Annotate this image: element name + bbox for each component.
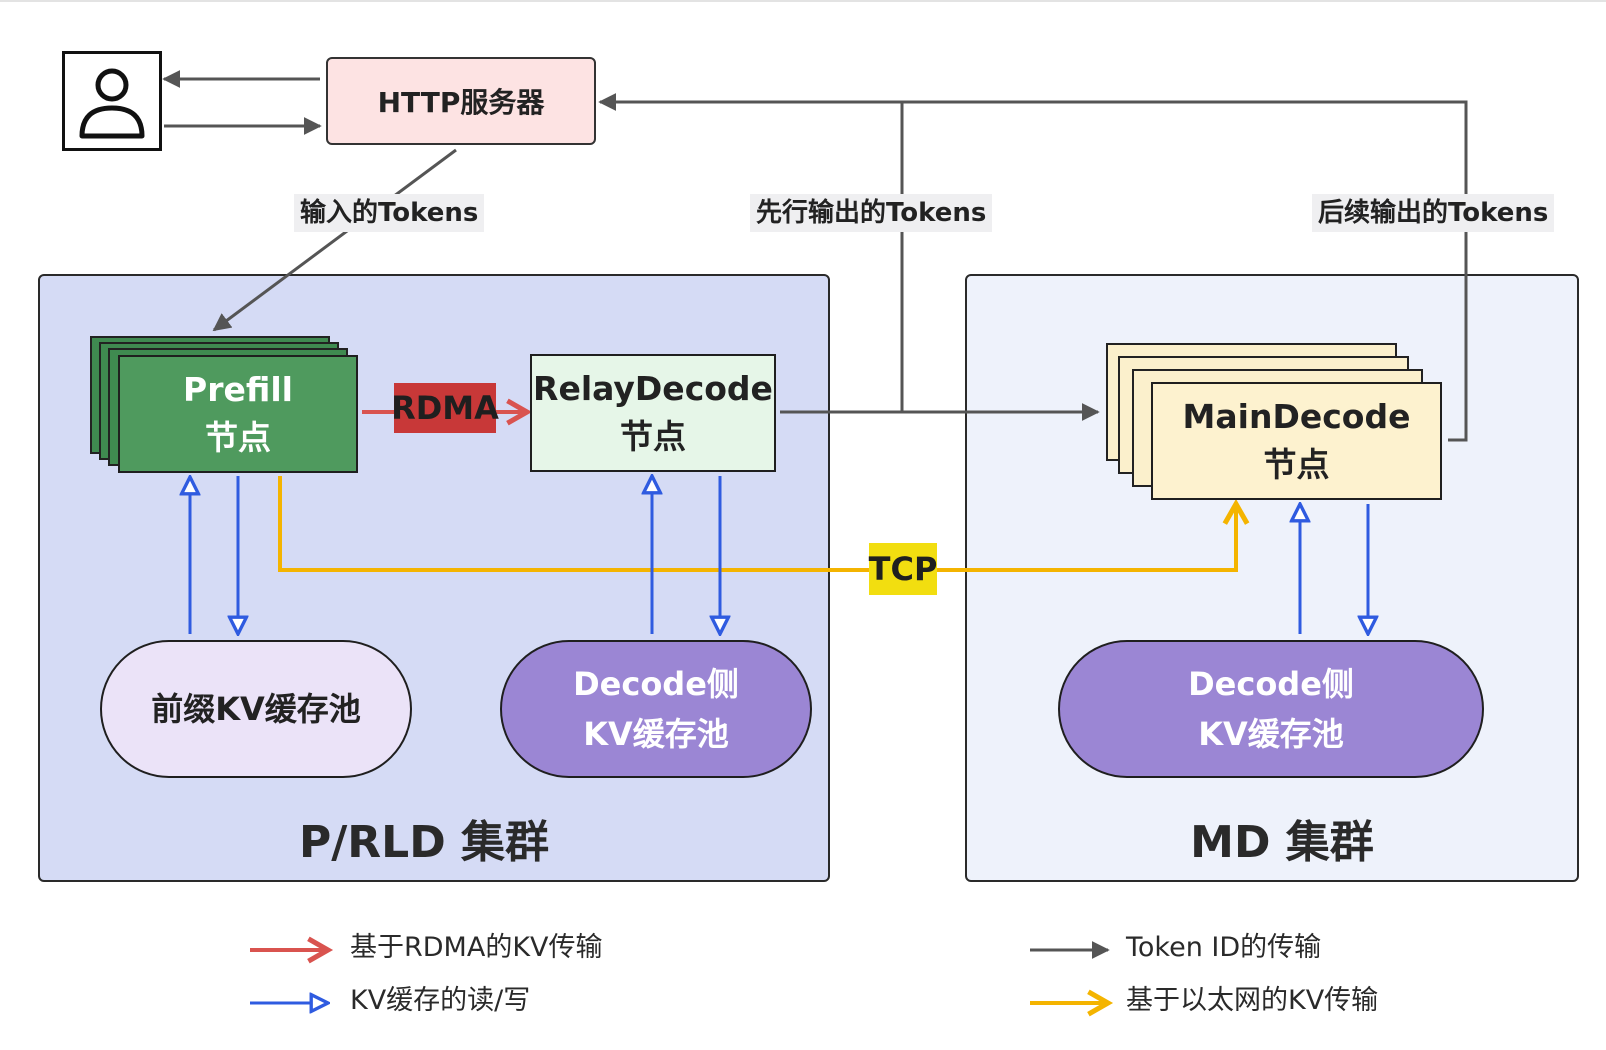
- relay-decode-node-subtitle: 节点: [620, 417, 686, 456]
- main-decode-kv-pool-line1: Decode侧: [1188, 665, 1354, 703]
- main-decode-kv-cache-pool: Decode侧 KV缓存池: [1058, 640, 1484, 778]
- prefix-kv-cache-pool: 前缀KV缓存池: [100, 640, 412, 778]
- http-server-node: HTTP服务器: [326, 57, 596, 145]
- http-server-label: HTTP服务器: [377, 86, 545, 119]
- main-decode-kv-pool-line2: KV缓存池: [1198, 715, 1344, 753]
- relay-decode-kv-pool-line2: KV缓存池: [583, 715, 729, 753]
- relay-decode-node: RelayDecode 节点: [530, 354, 776, 472]
- main-decode-node-subtitle: 节点: [1263, 445, 1330, 484]
- legend-ethernet-kv-label: 基于以太网的KV传输: [1126, 985, 1379, 1016]
- md-cluster-title: MD 集群: [1190, 817, 1374, 868]
- later-output-tokens-label: 后续输出的Tokens: [1312, 194, 1555, 232]
- first-output-tokens-label: 先行输出的Tokens: [750, 194, 993, 232]
- prld-cluster-title: P/RLD 集群: [298, 817, 550, 868]
- later-output-tokens-arrow: [902, 100, 1468, 442]
- legend-kv-rw-label: KV缓存的读/写: [350, 985, 531, 1016]
- input-tokens-label: 输入的Tokens: [294, 194, 485, 232]
- input-tokens-arrow: [212, 148, 457, 332]
- prefill-node: Prefill 节点: [118, 355, 358, 473]
- rdma-label: RDMA: [391, 383, 499, 433]
- legend-token-id-label: Token ID的传输: [1126, 932, 1322, 963]
- user-icon: [62, 51, 162, 151]
- prefill-node-subtitle: 节点: [205, 418, 271, 457]
- tcp-label: TCP: [869, 543, 937, 595]
- relay-decode-kv-pool-line1: Decode侧: [573, 665, 739, 703]
- relay-decode-node-title: RelayDecode: [533, 369, 773, 408]
- prefix-kv-cache-pool-label: 前缀KV缓存池: [151, 690, 361, 728]
- legend-rdma-label: 基于RDMA的KV传输: [350, 932, 603, 963]
- top-divider: [0, 0, 1606, 2]
- main-decode-node: MainDecode 节点: [1151, 382, 1442, 500]
- relay-decode-kv-cache-pool: Decode侧 KV缓存池: [500, 640, 812, 778]
- tcp-arrow: [278, 476, 1250, 572]
- prefill-node-title: Prefill: [183, 370, 293, 409]
- main-decode-node-title: MainDecode: [1182, 397, 1411, 436]
